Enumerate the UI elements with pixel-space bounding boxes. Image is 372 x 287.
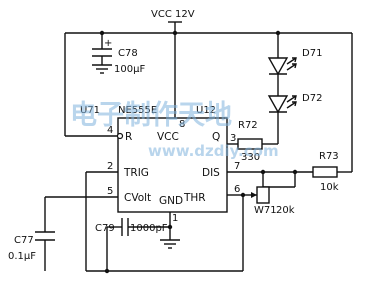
pin-name-gnd: GND	[159, 195, 183, 207]
pin-number-8: 8	[179, 119, 185, 130]
ne555-ic-body	[117, 117, 228, 213]
d72-led	[267, 95, 297, 114]
r73-ref: R73	[319, 151, 339, 162]
w71-value: 20k	[276, 205, 295, 216]
wires	[44, 22, 353, 272]
ic-sheet-ref: U12	[196, 105, 216, 116]
d71-led	[267, 57, 297, 76]
c79-capacitor	[121, 218, 129, 236]
c78-polarity-mark: +	[104, 38, 112, 49]
r72-value: 330	[241, 152, 260, 163]
junction-dot	[260, 169, 266, 175]
pin-name-vcc: VCC	[157, 131, 179, 143]
ground-symbol	[160, 239, 180, 249]
reset-bubble	[116, 132, 124, 140]
pin-number-3: 3	[230, 133, 236, 144]
vcc-label: VCC 12V	[151, 9, 195, 20]
pin-number-2: 2	[107, 161, 113, 172]
d72-ref: D72	[302, 93, 322, 104]
pin-number-1: 1	[172, 213, 178, 224]
r73-resistor	[312, 166, 338, 178]
pin-name-q: Q	[212, 131, 220, 143]
watermark-url: www.dzdiy.com	[148, 142, 279, 160]
junction-dot	[104, 268, 110, 274]
c79-ref: C79	[95, 223, 115, 234]
r72-resistor	[237, 138, 263, 150]
d71-ref: D71	[302, 48, 322, 59]
junction-dot	[99, 30, 105, 36]
junction-dot	[240, 192, 246, 198]
r72-ref: R72	[238, 120, 258, 131]
watermark-chinese: 电子制作天地	[70, 100, 232, 131]
pin-name-dis: DIS	[202, 167, 220, 179]
ic-part: NE555E	[118, 105, 157, 116]
c78-ref: C78	[118, 48, 138, 59]
c78-capacitor	[92, 48, 112, 74]
ic-ref: U71	[80, 105, 100, 116]
w71-ref: W71	[254, 205, 277, 216]
junction-dot	[275, 30, 281, 36]
junction-dot	[292, 169, 298, 175]
w71-potentiometer	[251, 186, 295, 204]
c77-ref: C77	[14, 235, 34, 246]
c79-value: 1000pF	[130, 223, 168, 234]
pin-number-7: 7	[234, 161, 240, 172]
pin-number-5: 5	[107, 186, 113, 197]
pin-number-4: 4	[107, 125, 113, 136]
pin-name-trig: TRIG	[123, 167, 149, 179]
junctions	[99, 30, 298, 274]
pin-number-6: 6	[234, 184, 240, 195]
c77-value: 0.1μF	[8, 251, 36, 262]
junction-dot	[172, 30, 178, 36]
pin-name-thr: THR	[183, 192, 206, 204]
junction-dot	[167, 224, 173, 230]
pin-name-cvolt: CVolt	[124, 192, 151, 204]
r73-value: 10k	[320, 182, 339, 193]
c78-value: 100μF	[114, 64, 145, 75]
c77-capacitor	[35, 231, 55, 241]
pin-name-r: R	[125, 131, 132, 143]
